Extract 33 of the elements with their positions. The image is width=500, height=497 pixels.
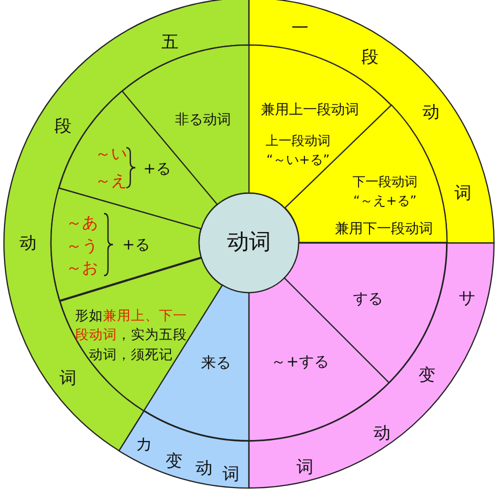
ring-label: 动 [374, 422, 390, 444]
sector-label: 来る [200, 352, 231, 374]
sector-label: ～い [94, 142, 127, 165]
ring-label: 词 [222, 463, 240, 486]
ring-label: 段 [362, 46, 378, 68]
ring-label: 变 [165, 450, 182, 472]
ring-label: サ [458, 288, 476, 310]
ring-label: 段 [54, 116, 72, 138]
sector-label: ～お [66, 256, 98, 279]
sector-label: 兼用下一段动词 [334, 220, 433, 238]
ring-label: 词 [454, 182, 472, 204]
ring-label: 词 [59, 368, 76, 390]
sector-label: ～+する [271, 351, 329, 372]
sector-label: 下一段动词 “～え+る” [351, 174, 418, 211]
sector-label: する [352, 288, 383, 310]
ring-label: 五 [161, 32, 178, 54]
center-label: 动词 [227, 229, 271, 257]
ring-label: 变 [418, 364, 436, 386]
ring-label: 动 [19, 232, 36, 254]
sector-label: +る [122, 234, 150, 256]
ring-label: 动 [195, 457, 212, 480]
ring-label: 词 [296, 456, 314, 478]
sector-label: ～う [66, 234, 98, 257]
sector-label: ～あ [66, 212, 98, 234]
sector-label: 兼用上一段动词 [261, 101, 359, 119]
ring-label: カ [135, 433, 152, 456]
sector-label: 非る动词 [174, 111, 231, 129]
ring-label: 动 [422, 102, 440, 124]
sector-label: ～え [94, 170, 127, 192]
sector-label: 形如兼用上、下一段动词，实为五段动词，须死记 [74, 306, 187, 365]
sector-label: 上一段动词 “～い+る” [264, 133, 332, 170]
ring-label: 一 [292, 18, 308, 40]
sector-label: +る [143, 158, 171, 180]
